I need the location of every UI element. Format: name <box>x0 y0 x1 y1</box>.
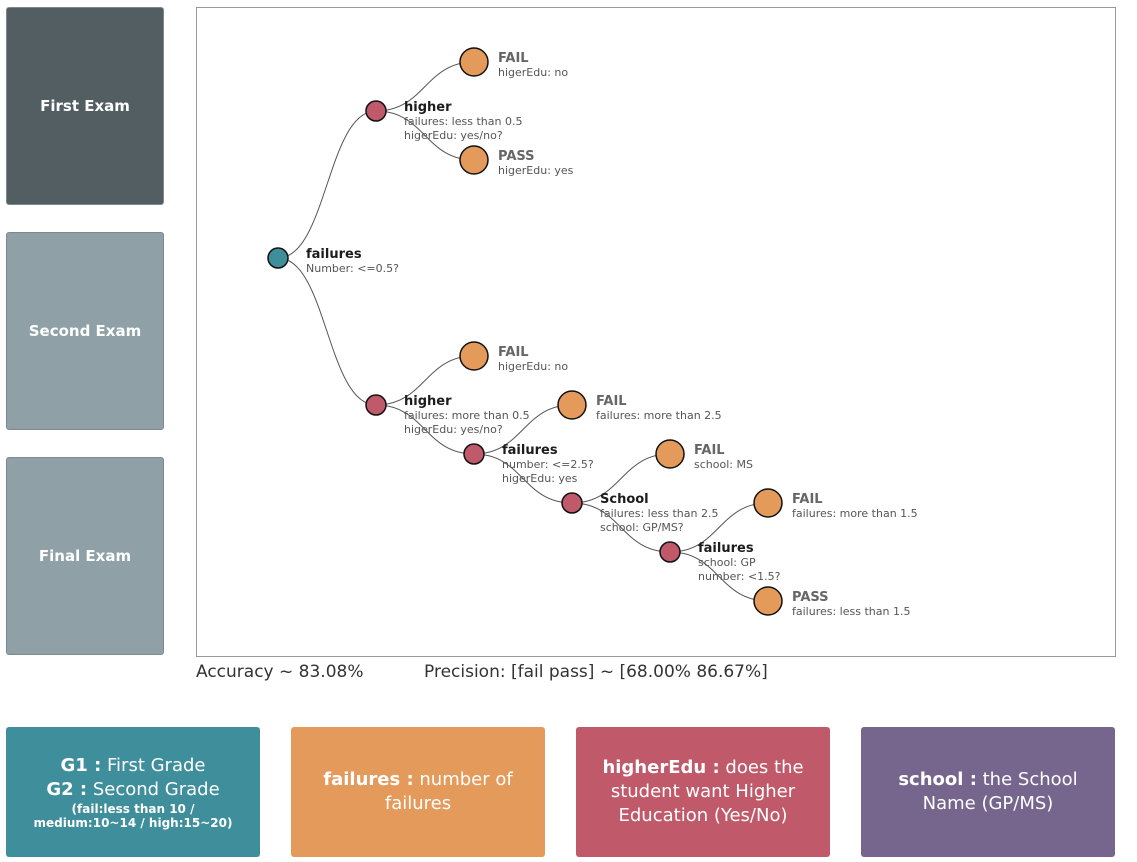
node-subtitle: school: MS <box>694 458 753 471</box>
legend-g1-line: G1 : First Grade <box>60 755 206 776</box>
first-exam-button[interactable]: First Exam <box>6 7 164 205</box>
node-circle[interactable] <box>459 341 489 371</box>
node-circle[interactable] <box>753 488 783 518</box>
node-title: higher <box>404 394 452 409</box>
legend-grades: G1 : First Grade G2 : Second Grade (fail… <box>6 727 260 857</box>
node-subtitle: failures: more than 2.5 <box>596 409 722 422</box>
node-subtitle: higerEdu: yes <box>502 472 578 485</box>
node-title: FAIL <box>596 394 627 409</box>
tree-edge <box>375 110 475 161</box>
node-circle[interactable] <box>557 390 587 420</box>
node-circle[interactable] <box>753 586 783 616</box>
tree-edge <box>473 453 573 504</box>
node-title: failures <box>698 541 754 556</box>
tree-edge <box>375 355 475 406</box>
node-subtitle: failures: more than 1.5 <box>792 507 918 520</box>
node-circle[interactable] <box>659 541 681 563</box>
node-title: School <box>600 492 649 507</box>
node-circle[interactable] <box>463 443 485 465</box>
node-circle[interactable] <box>459 145 489 175</box>
node-title: FAIL <box>792 492 823 507</box>
legend-higheredu: higherEdu : does the student want Higher… <box>576 727 830 857</box>
node-title: higher <box>404 100 452 115</box>
node-circle[interactable] <box>365 394 387 416</box>
tree-edge <box>669 502 769 553</box>
node-circle[interactable] <box>365 100 387 122</box>
tree-edge <box>277 257 377 406</box>
tree-edge <box>375 61 475 112</box>
node-subtitle: failures: less than 2.5 <box>600 507 718 520</box>
node-subtitle: higerEdu: yes <box>498 164 574 177</box>
node-subtitle: number: <=2.5? <box>502 458 594 471</box>
node-title: FAIL <box>694 443 725 458</box>
final-exam-button[interactable]: Final Exam <box>6 457 164 655</box>
tree-edge <box>571 502 671 553</box>
node-subtitle: failures: more than 0.5 <box>404 409 530 422</box>
legend-failures: failures : number of failures <box>291 727 545 857</box>
tree-edge <box>375 404 475 455</box>
legend-g2-line: G2 : Second Grade <box>46 779 220 800</box>
tree-edge <box>277 110 377 259</box>
node-title: PASS <box>498 149 535 164</box>
node-subtitle: higerEdu: no <box>498 360 568 373</box>
node-title: failures <box>306 247 362 262</box>
node-circle[interactable] <box>267 247 289 269</box>
node-title: FAIL <box>498 51 529 66</box>
precision-text: Precision: [fail pass] ~ [68.00% 86.67%] <box>424 662 768 682</box>
legend-failures-text: failures : number of failures <box>323 769 513 814</box>
legend-grade-note: (fail:less than 10 / medium:10~14 / high… <box>33 802 233 830</box>
node-subtitle: failures: less than 0.5 <box>404 115 522 128</box>
node-title: FAIL <box>498 345 529 360</box>
node-subtitle: Number: <=0.5? <box>306 262 399 275</box>
node-subtitle: higerEdu: yes/no? <box>404 129 503 142</box>
node-circle[interactable] <box>561 492 583 514</box>
legend-higheredu-text: higherEdu : does the student want Higher… <box>602 757 804 826</box>
node-title: PASS <box>792 590 829 605</box>
node-subtitle: higerEdu: no <box>498 66 568 79</box>
node-subtitle: school: GP <box>698 556 756 569</box>
tree-edge <box>669 551 769 602</box>
node-subtitle: school: GP/MS? <box>600 521 684 534</box>
legend-school-text: school : the School Name (GP/MS) <box>898 769 1078 814</box>
node-subtitle: higerEdu: yes/no? <box>404 423 503 436</box>
legend-school: school : the School Name (GP/MS) <box>861 727 1115 857</box>
tree-edge <box>473 404 573 455</box>
node-circle[interactable] <box>655 439 685 469</box>
node-circle[interactable] <box>459 47 489 77</box>
accuracy-text: Accuracy ~ 83.08% <box>196 662 364 682</box>
node-subtitle: failures: less than 1.5 <box>792 605 910 618</box>
node-title: failures <box>502 443 558 458</box>
tree-edge <box>571 453 671 504</box>
node-subtitle: number: <1.5? <box>698 570 781 583</box>
second-exam-button[interactable]: Second Exam <box>6 232 164 430</box>
